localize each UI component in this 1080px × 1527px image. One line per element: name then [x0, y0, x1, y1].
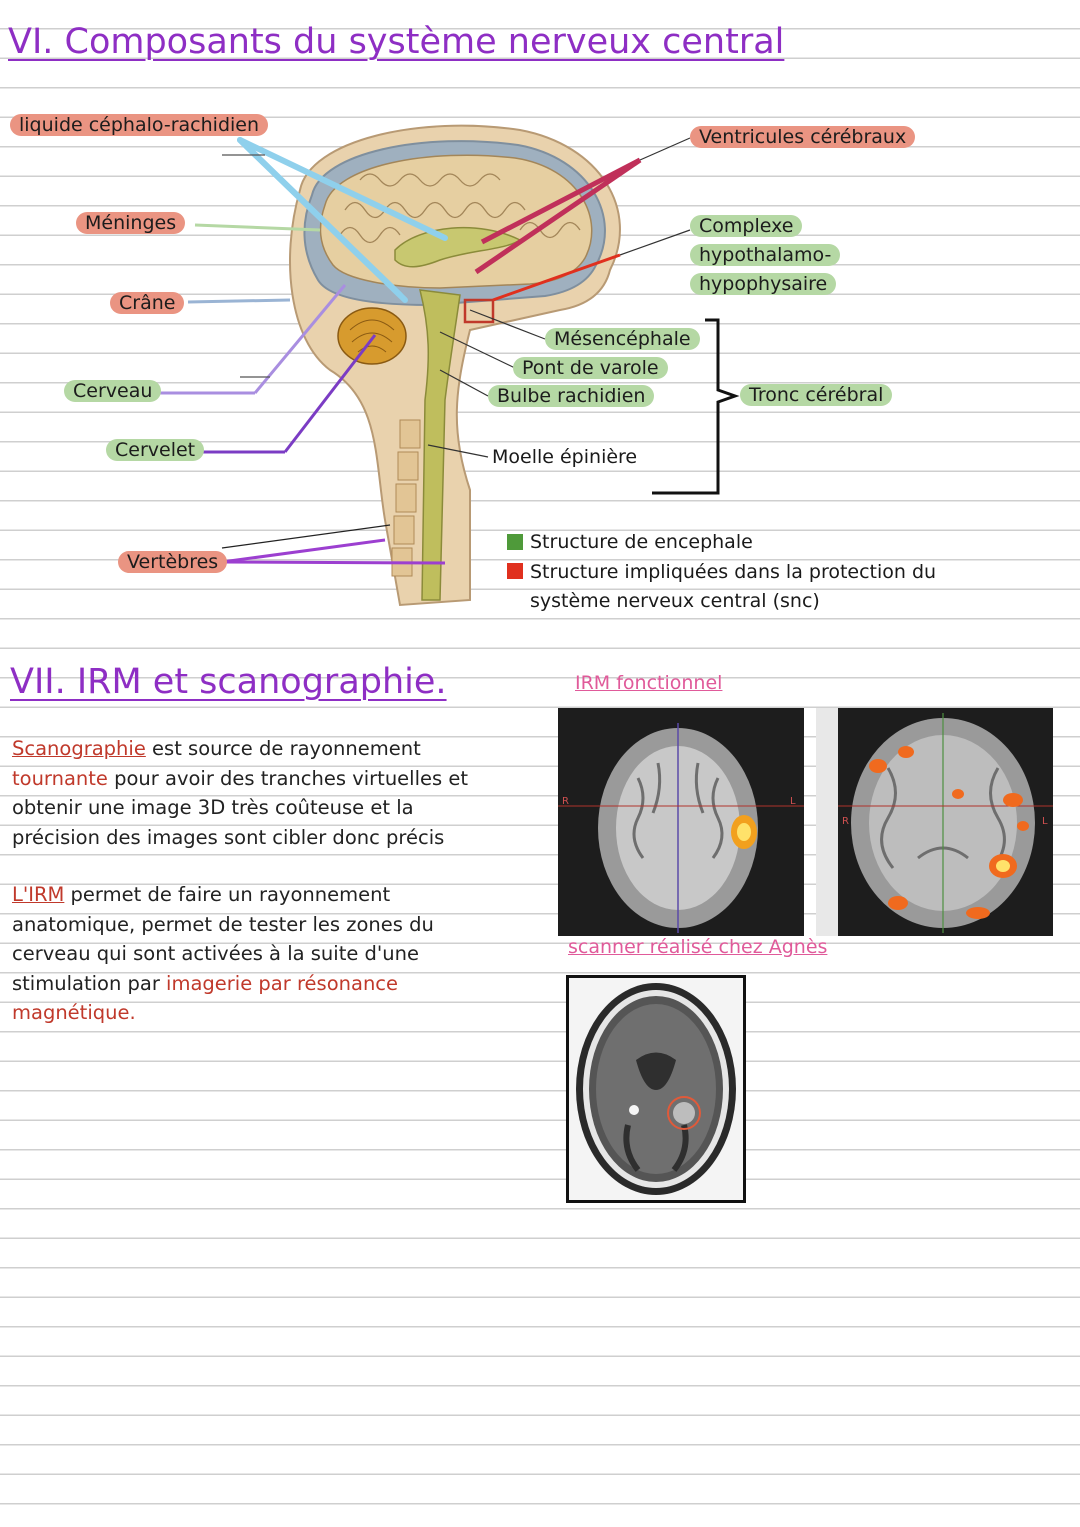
para2-line3: cerveau qui sont activées à la suite d'u… [12, 942, 419, 965]
irm-paragraph: L'IRM permet de faire un rayonnement ana… [12, 880, 542, 1028]
para1-text2: pour avoir des tranches virtuelles et [107, 766, 469, 790]
term-scanographie: Scanographie [12, 737, 146, 760]
label-cerveau: Cerveau [64, 380, 162, 402]
label-pont-varole: Pont de varole [513, 357, 668, 379]
label-cervelet: Cervelet [106, 439, 205, 461]
term-tournante: tournante [12, 766, 108, 790]
label-complexe-1: Complexe [690, 215, 803, 237]
irm2-l-mark: L [1042, 816, 1048, 827]
irm-caption: IRM fonctionnel [575, 672, 723, 694]
irm1-l-mark: L [790, 796, 796, 807]
term-imagerie: imagerie par résonance [166, 971, 399, 995]
label-meninges: Méninges [76, 212, 186, 234]
label-moelle: Moelle épinière [492, 446, 638, 468]
label-complexe-2: hypothalamo- [690, 244, 841, 266]
label-mesencephale: Mésencéphale [545, 328, 700, 350]
brain-sagittal-diagram [160, 124, 740, 607]
para2-line4a: stimulation par [12, 971, 167, 995]
fmri-images: R L R L [558, 708, 1053, 936]
label-lcr: liquide céphalo-rachidien [10, 114, 269, 136]
ct-scan-image [566, 975, 746, 1203]
label-tronc-cerebral: Tronc cérébral [740, 384, 893, 406]
section-6-title: VI. Composants du système nerveux centra… [8, 22, 785, 62]
legend-red-swatch [507, 563, 523, 579]
para1-line3: obtenir une image 3D très coûteuse et la [12, 796, 414, 819]
term-irm: L'IRM [12, 883, 65, 906]
irm1-r-mark: R [562, 796, 569, 807]
para2-line2: anatomique, permet de tester les zones d… [12, 912, 434, 936]
label-bulbe: Bulbe rachidien [488, 385, 655, 407]
para2-text1: permet de faire un rayonnement [64, 883, 391, 906]
legend-red-label-2: système nerveux central (snc) [530, 590, 820, 612]
para1-line4: précision des images sont cibler donc pr… [12, 825, 445, 849]
scanographie-paragraph: Scanographie est source de rayonnement t… [12, 734, 542, 852]
para1-text1: est source de rayonnement [145, 737, 421, 760]
label-ventricules: Ventricules cérébraux [690, 126, 916, 148]
para2-line5: magnétique. [12, 1001, 136, 1024]
irm2-r-mark: R [842, 816, 849, 827]
label-vertebres: Vertèbres [118, 551, 228, 573]
legend-green-label: Structure de encephale [530, 531, 753, 553]
legend-green-swatch [507, 534, 523, 550]
legend-red-label-1: Structure impliquées dans la protection … [530, 561, 937, 583]
label-complexe-3: hypophysaire [690, 273, 837, 295]
section-7-title: VII. IRM et scanographie. [10, 662, 447, 702]
scan-caption: scanner réalisé chez Agnès [568, 936, 828, 958]
label-crane: Crâne [110, 292, 185, 314]
